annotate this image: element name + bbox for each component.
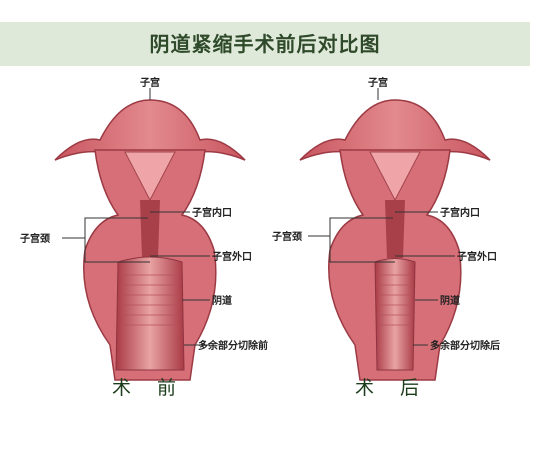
label-excess-before: 多余部分切除前 bbox=[198, 339, 268, 352]
anatomy-before bbox=[54, 99, 246, 381]
page-title: 阴道紧缩手术前后对比图 bbox=[149, 32, 381, 56]
label-excess-after: 多余部分切除后 bbox=[430, 339, 500, 352]
panel-before: 子宫 子宫内口 子宫颈 子宫外口 阴道 多余部分切除前 术 前 bbox=[20, 76, 268, 399]
title-banner bbox=[0, 22, 530, 66]
anatomy-after bbox=[299, 99, 491, 381]
label-external-os-after: 子宫外口 bbox=[457, 250, 497, 263]
label-internal-os-before: 子宫内口 bbox=[192, 206, 232, 219]
panel-after: 子宫 子宫内口 子宫颈 子宫外口 阴道 多余部分切除后 术 后 bbox=[272, 76, 500, 399]
label-vagina-before: 阴道 bbox=[212, 294, 232, 307]
label-vagina-after: 阴道 bbox=[440, 294, 460, 307]
label-external-os-before: 子宫外口 bbox=[212, 250, 252, 263]
caption-before: 术 前 bbox=[112, 377, 186, 399]
label-uterus-after: 子宫 bbox=[368, 76, 388, 89]
label-uterus-before: 子宫 bbox=[140, 76, 160, 89]
label-cervix-after: 子宫颈 bbox=[272, 230, 302, 243]
caption-after: 术 后 bbox=[355, 377, 429, 399]
label-internal-os-after: 子宫内口 bbox=[440, 206, 480, 219]
label-cervix-before: 子宫颈 bbox=[20, 232, 50, 245]
